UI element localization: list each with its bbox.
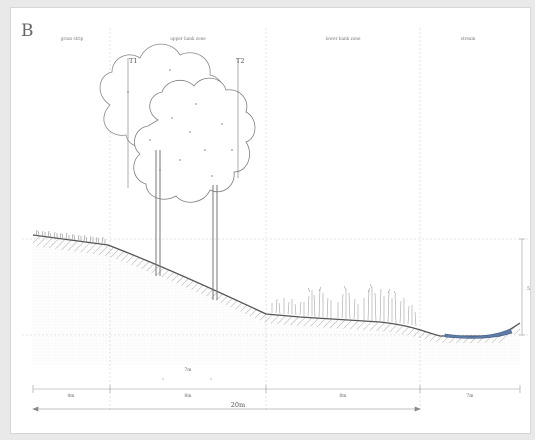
annotation-small: 7m <box>184 367 192 373</box>
zone-width-lower-bank: 8m <box>339 393 347 399</box>
zone-label-grass-strip: grass strip <box>61 36 84 41</box>
zone-width-stream: 7m <box>466 393 474 399</box>
zone-dimension-line <box>32 385 521 393</box>
total-dimension-line <box>32 406 421 412</box>
total-width-label: 20m <box>231 401 245 409</box>
zone-label-stream: stream <box>461 36 476 41</box>
tree-label-t2: T2 <box>236 57 244 65</box>
ground-surface-line <box>32 234 521 337</box>
tree-trunks <box>155 150 218 300</box>
zone-width-upper-bank: 8m <box>184 393 192 399</box>
topsoil-hatch <box>33 235 520 343</box>
panel-label: B <box>21 21 34 41</box>
height-dimension <box>519 238 525 336</box>
grass-tufts <box>35 229 106 244</box>
stream-water <box>444 328 513 339</box>
tree-label-t1: T1 <box>129 57 137 65</box>
zone-label-lower-bank: lower bank zone <box>326 36 361 41</box>
zone-width-grass-strip: 4m <box>67 393 75 399</box>
zone-label-upper-bank: upper bank zone <box>170 36 206 41</box>
tree-marker-lines <box>127 58 239 188</box>
height-label: 5 <box>527 286 530 292</box>
reed-vegetation <box>271 283 417 327</box>
annotation-dots <box>162 378 212 380</box>
tree-canopy-front <box>127 69 256 203</box>
